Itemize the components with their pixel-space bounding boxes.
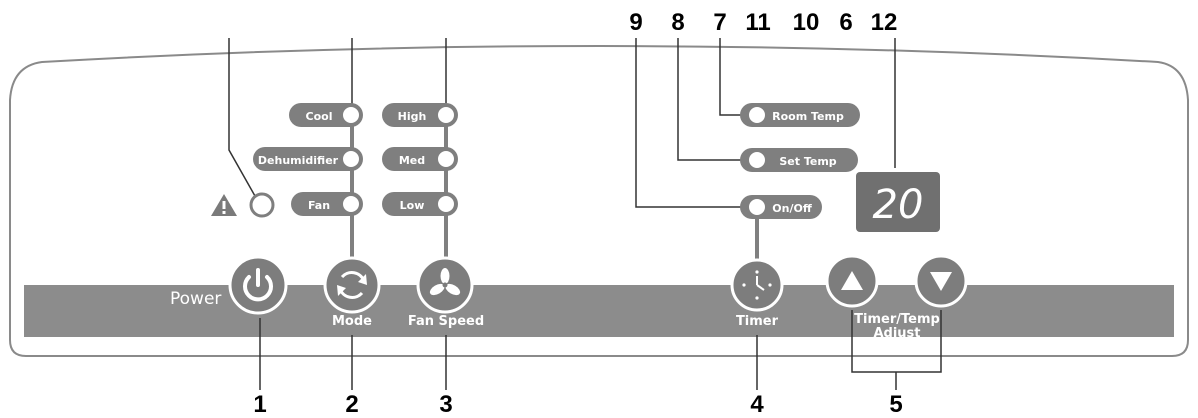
pill-med-label: Med [399, 154, 425, 167]
bottom-callouts: 1 2 3 4 5 [253, 391, 902, 418]
callout-8: 8 [671, 9, 684, 36]
callout-2: 2 [345, 391, 358, 418]
button-strip [24, 285, 1174, 337]
digital-display [856, 172, 940, 232]
led-med [435, 148, 457, 170]
fan-speed-label: Fan Speed [408, 314, 484, 329]
callout-3: 3 [439, 391, 452, 418]
panel-connectors [350, 116, 759, 262]
callout-5: 5 [889, 391, 902, 418]
adjust-label-line1: Timer/Temp [854, 312, 940, 327]
callout-10: 10 [793, 9, 820, 36]
led-high [435, 104, 457, 126]
pill-cool-label: Cool [306, 110, 333, 123]
bottom-leader-lines [259, 310, 942, 390]
power-label: Power [170, 289, 221, 309]
top-leader-lines [228, 38, 896, 208]
pill-dehumidifier-label: Dehumidifier [258, 154, 339, 167]
triangle-down-icon [930, 272, 952, 291]
warning-icon [211, 194, 237, 216]
mode-label: Mode [332, 314, 372, 329]
power-button[interactable] [228, 255, 288, 315]
fan-speed-indicators: High Med Low [382, 103, 458, 216]
cycle-arrows-icon [337, 271, 367, 299]
pill-on-off-label: On/Off [772, 202, 812, 215]
pill-room-temp-label: Room Temp [772, 110, 844, 123]
display-value: 20 [873, 182, 924, 228]
led-room-temp [746, 104, 768, 126]
pill-high-label: High [398, 110, 427, 123]
led-dehumidifier [340, 148, 362, 170]
led-set-temp [746, 149, 768, 171]
timer-icon [742, 270, 772, 300]
temp-down-button[interactable] [914, 254, 968, 308]
led-low [435, 193, 457, 215]
callout-7: 7 [713, 9, 726, 36]
led-warning [249, 192, 275, 218]
mode-indicators: Cool Dehumidifier Fan [253, 103, 363, 216]
adjust-label-line2: Adjust [873, 326, 920, 341]
pill-set-temp [740, 148, 858, 172]
pill-fan-label: Fan [308, 199, 330, 212]
pill-dehumidifier [253, 147, 363, 171]
callout-6: 6 [839, 9, 852, 36]
led-cool [340, 104, 362, 126]
callout-1: 1 [253, 391, 266, 418]
temp-up-button[interactable] [825, 254, 879, 308]
pill-low-label: Low [400, 199, 425, 212]
top-callouts: 9 8 7 11 10 6 12 [629, 9, 897, 36]
led-fan [340, 193, 362, 215]
callout-9: 9 [629, 9, 642, 36]
callout-4: 4 [750, 391, 764, 418]
callout-11: 11 [745, 9, 770, 36]
triangle-up-icon [841, 271, 863, 290]
power-icon [243, 268, 273, 302]
fan-speed-button[interactable] [416, 256, 474, 314]
timer-label: Timer [736, 314, 779, 329]
callout-12: 12 [871, 9, 898, 36]
fan-icon [429, 268, 461, 296]
pill-set-temp-label: Set Temp [779, 155, 836, 168]
pill-room-temp [740, 103, 860, 127]
timer-button[interactable] [730, 258, 784, 312]
mode-button[interactable] [323, 256, 381, 314]
temp-indicators: Room Temp Set Temp On/Off [740, 103, 860, 219]
led-on-off [746, 196, 768, 218]
